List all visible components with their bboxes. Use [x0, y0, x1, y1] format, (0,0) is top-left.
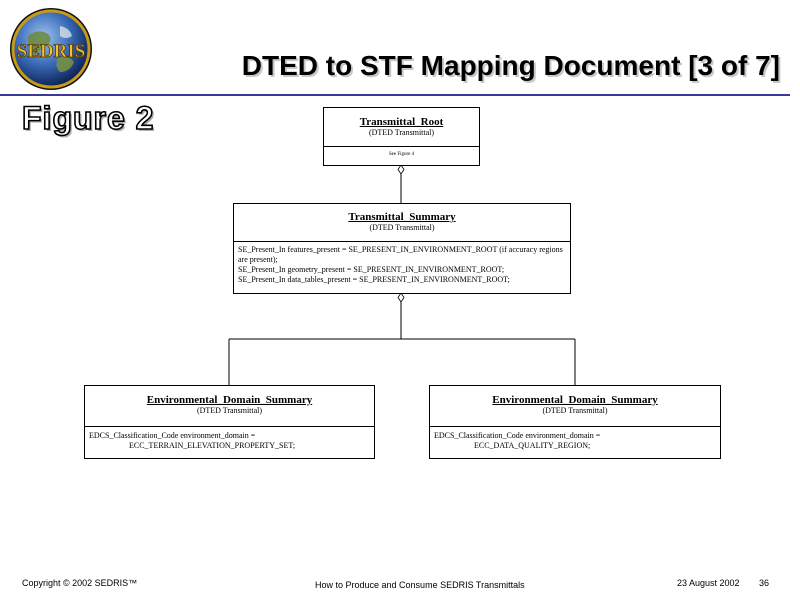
footer-date: 23 August 2002	[677, 578, 740, 588]
class-stereotype: (DTED Transmittal)	[368, 128, 435, 137]
class-stereotype: (DTED Transmittal)	[542, 406, 608, 415]
class-name: Environmental_Domain_Summary	[492, 394, 658, 406]
class-stereotype: (DTED Transmittal)	[196, 406, 263, 415]
sedris-logo: SEDRIS	[10, 8, 92, 90]
figure-label: Figure 2	[21, 99, 155, 137]
aggregation-diamond-icon	[397, 164, 405, 175]
class-note: See Figure 4	[388, 152, 415, 157]
aggregation-diamond-icon	[397, 292, 405, 303]
attribute-environment-domain-value: ECC_TERRAIN_ELEVATION_PROPERTY_SET;	[129, 441, 296, 450]
attribute-environment-domain: EDCS_Classification_Code environment_dom…	[89, 431, 256, 440]
footer-center-title: How to Produce and Consume SEDRIS Transm…	[315, 580, 525, 590]
footer-page-number: 36	[759, 578, 770, 588]
title-divider	[0, 94, 790, 96]
page-title: DTED to STF Mapping Document [3 of 7]	[241, 50, 780, 81]
env-domain-summary-terrain-class: Environmental_Domain_Summary (DTED Trans…	[84, 385, 375, 459]
attribute-features-present: SE_Present_In features_present = SE_PRES…	[238, 245, 563, 264]
class-name: Environmental_Domain_Summary	[146, 394, 313, 406]
class-name: Transmittal_Summary	[348, 211, 456, 223]
env-domain-summary-quality-class: Environmental_Domain_Summary (DTED Trans…	[429, 385, 721, 459]
attribute-environment-domain-value: ECC_DATA_QUALITY_REGION;	[474, 441, 591, 450]
logo-text: SEDRIS	[17, 41, 86, 62]
attribute-geometry-present: SE_Present_In geometry_present = SE_PRES…	[238, 265, 505, 274]
attribute-data-tables-present: SE_Present_In data_tables_present = SE_P…	[238, 275, 510, 284]
transmittal-root-class: Transmittal_Root (DTED Transmittal) See …	[323, 107, 480, 166]
transmittal-summary-class: Transmittal_Summary (DTED Transmittal) S…	[233, 203, 571, 294]
class-stereotype: (DTED Transmittal)	[369, 223, 435, 232]
footer-copyright: Copyright © 2002 SEDRIS™	[22, 578, 138, 588]
class-name: Transmittal_Root	[359, 116, 444, 128]
attribute-environment-domain: EDCS_Classification_Code environment_dom…	[434, 431, 601, 440]
